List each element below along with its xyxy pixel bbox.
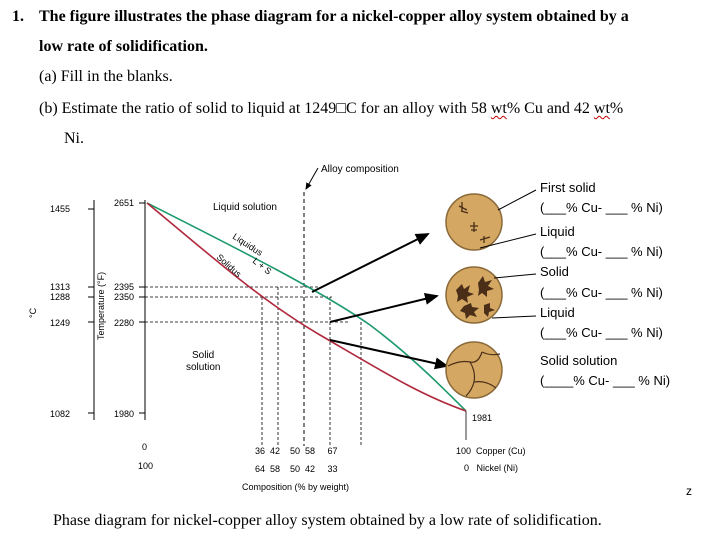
solid-region-label-1: Solid: [192, 350, 214, 361]
first-solid-blank: (___% Cu- ___ % Ni): [540, 200, 663, 215]
arrow-to-first-solid: [311, 233, 430, 293]
corner-mark: z: [686, 484, 692, 498]
fahrenheit-tick-2280: 2280: [114, 318, 134, 328]
arrow-to-solid-solution: [329, 339, 449, 370]
fahrenheit-tick-2350: 2350: [114, 292, 134, 302]
celsius-tick-1455: 1455: [50, 204, 70, 214]
liquid-label-1: Liquid: [540, 224, 575, 239]
solid-blank: (___% Cu- ___ % Ni): [540, 285, 663, 300]
microstructure-solid-liquid: [445, 266, 503, 324]
fahrenheit-tick-2651: 2651: [114, 198, 134, 208]
liquid-solution-label: Liquid solution: [213, 202, 277, 213]
question-number: 1.: [12, 8, 24, 25]
right-end-temp: 1981: [472, 413, 492, 423]
two-phase-label: L + S: [251, 256, 274, 277]
solid-label: Solid: [540, 264, 569, 279]
x-left-ni: 100: [138, 461, 153, 471]
liquid-blank-2: (___% Cu- ___ % Ni): [540, 325, 663, 340]
axis-ticks: [88, 202, 145, 414]
microstructure-solid-solution: [445, 341, 503, 399]
composition-guides: [261, 287, 362, 446]
part-b-line2: Ni.: [64, 130, 84, 147]
part-b-text: (b) Estimate the ratio of solid to liqui…: [39, 100, 624, 117]
x-left-cu: 0: [142, 442, 147, 452]
liquidus-curve: [146, 202, 467, 412]
solidus-curve: [146, 202, 467, 412]
fahrenheit-axis-label: Temperature (°F): [96, 272, 106, 340]
celsius-tick-1249: 1249: [50, 318, 70, 328]
solid-region-label-2: solution: [186, 362, 220, 373]
question-title-line1: The figure illustrates the phase diagram…: [39, 8, 629, 25]
solidus-label: Solidus: [215, 252, 244, 280]
question-title-line2: low rate of solidification.: [39, 38, 208, 55]
figure-caption: Phase diagram for nickel-copper alloy sy…: [53, 512, 602, 529]
celsius-unit: °C: [28, 307, 38, 318]
x-right-ni: 0 Nickel (Ni): [464, 463, 518, 473]
liquid-blank-1: (___% Cu- ___ % Ni): [540, 244, 663, 259]
x-axis-label: Composition (% by weight): [242, 482, 349, 492]
alloy-composition-label: Alloy composition: [321, 164, 399, 175]
celsius-tick-1288: 1288: [50, 292, 70, 302]
celsius-tick-1082: 1082: [50, 409, 70, 419]
microstructure-first-solid: [445, 193, 503, 251]
first-solid-label: First solid: [540, 180, 596, 195]
part-a-text: (a) Fill in the blanks.: [39, 68, 173, 85]
label-leaders: [479, 189, 537, 319]
solid-solution-blank: (____% Cu- ___ % Ni): [540, 373, 671, 388]
liquid-label-2: Liquid: [540, 305, 575, 320]
x-cu-values: 36 42 50 58 67: [255, 446, 338, 456]
fahrenheit-tick-1980: 1980: [114, 409, 134, 419]
solid-solution-label: Solid solution: [540, 353, 618, 368]
fahrenheit-tick-2395: 2395: [114, 282, 134, 292]
x-right-cu: 100 Copper (Cu): [456, 446, 526, 456]
temperature-guides: [145, 286, 348, 323]
x-ni-values: 64 58 50 42 33: [255, 464, 338, 474]
alloy-composition-arrow: [305, 167, 319, 190]
celsius-tick-1313: 1313: [50, 282, 70, 292]
arrow-to-solid-liquid: [329, 293, 439, 323]
